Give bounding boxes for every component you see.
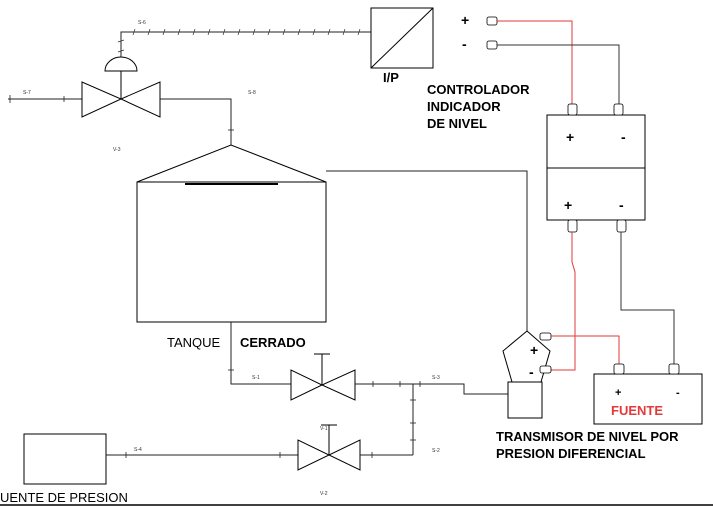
transmitter-plus-sign: + [530, 342, 538, 358]
tag-s1: S-1 [252, 375, 260, 381]
controller-label-line2: INDICADOR [427, 99, 501, 114]
supply-plus-sign: + [615, 387, 621, 399]
supply-minus-sign: - [676, 387, 680, 399]
closed-tank [136, 144, 327, 323]
controller-out-plus-terminal [567, 219, 578, 233]
tag-s3: S-3 [432, 375, 440, 381]
transmitter-plus-terminal [539, 332, 552, 341]
tank-drain-pipe: S-1 [228, 322, 291, 385]
tag-s4: S-4 [134, 447, 142, 453]
transmitter-minus-sign: - [529, 364, 534, 380]
supply-plus-terminal [613, 363, 625, 375]
power-supply-label: FUENTE [611, 403, 663, 418]
controller-out-minus-terminal [616, 219, 627, 233]
transmitter-minus-terminal [539, 365, 552, 374]
controller-top-plus-sign: + [566, 129, 574, 145]
dp-transmitter [502, 330, 551, 419]
v2-outlet-pipe [360, 452, 413, 458]
valve-outlet-pipe: S-8 [160, 90, 256, 145]
tank-upper-tap-line [326, 170, 528, 331]
manual-valve-v2 [297, 424, 361, 471]
pneumatic-signal-line: S-6 [117, 20, 371, 57]
control-valve-v3 [81, 56, 161, 118]
tag-s8: S-8 [248, 90, 256, 96]
transmitter-label-line1: TRANSMISOR DE NIVEL POR [496, 429, 679, 444]
ip-controller-wiring [497, 20, 620, 104]
tank-label-bold: CERRADO [240, 335, 306, 350]
tank-label-prefix: TANQUE [167, 335, 221, 350]
controller-top-minus-sign: - [621, 129, 626, 145]
pressure-source-label: UENTE DE PRESION [0, 490, 128, 505]
controller-unit [546, 114, 646, 221]
power-supply [593, 373, 703, 425]
controller-transmitter-wiring [548, 232, 675, 371]
ip-minus-terminal [486, 40, 498, 50]
ip-converter-label: I/P [383, 70, 399, 85]
controller-label-line1: CONTROLADOR [427, 82, 530, 97]
controller-in-plus-terminal [567, 103, 578, 116]
tag-v3: V-3 [113, 147, 121, 153]
tag-v1: V-1 [320, 426, 328, 432]
controller-label-line3: DE NIVEL [427, 116, 487, 131]
ip-minus-sign: - [462, 36, 467, 52]
manual-valve-v1 [290, 353, 356, 401]
controller-bottom-plus-sign: + [564, 197, 572, 213]
transmitter-supply-wiring [551, 335, 620, 364]
vertical-connector-pipe: S-2 [410, 384, 440, 455]
controller-bottom-minus-sign: - [619, 197, 624, 213]
ip-converter [370, 7, 434, 69]
tag-s7: S-7 [23, 90, 31, 96]
ip-plus-sign: + [461, 12, 469, 28]
tag-v2: V-2 [320, 491, 328, 497]
source-pipe: S-4 [106, 447, 298, 458]
transmitter-feed-pipe: S-3 [355, 375, 509, 395]
controller-in-minus-terminal [613, 103, 624, 116]
tag-s6: S-6 [138, 20, 146, 26]
transmitter-label-line2: PRESION DIFERENCIAL [496, 446, 646, 461]
tag-s2: S-2 [432, 448, 440, 454]
pressure-source-box [23, 433, 107, 485]
inlet-pipe: S-7 [8, 90, 82, 103]
ip-plus-terminal [486, 16, 498, 26]
supply-minus-terminal [668, 363, 680, 375]
